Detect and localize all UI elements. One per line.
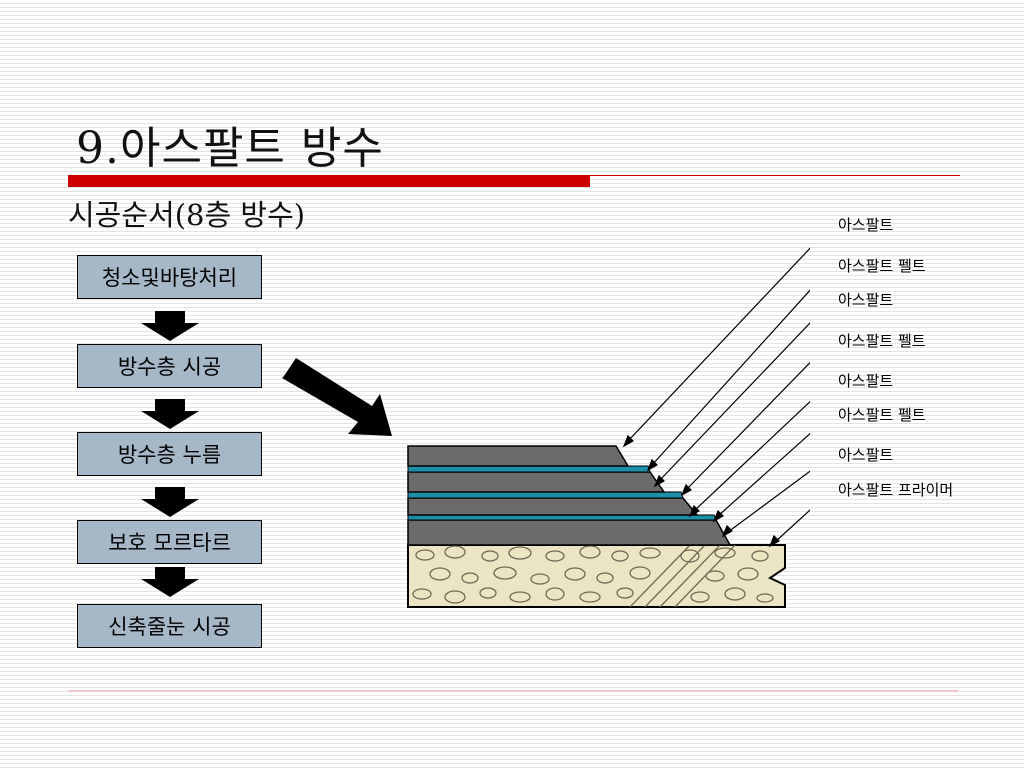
layer-label-6: 아스팔트 펠트 <box>838 406 926 424</box>
layer-label-3: 아스팔트 <box>838 291 894 309</box>
aggregate-pattern <box>412 545 774 607</box>
step-box-5: 신축줄눈 시공 <box>77 604 262 648</box>
title-accent-bar <box>68 175 590 187</box>
down-arrow-icon <box>141 311 199 341</box>
down-arrow-icon <box>141 567 199 597</box>
layer-label-7: 아스팔트 <box>838 446 894 464</box>
layer-label-8: 아스팔트 프라이머 <box>838 481 954 499</box>
felt-layer-1 <box>407 465 651 473</box>
down-arrow-icon <box>141 487 199 517</box>
footer-divider <box>68 690 958 692</box>
waterproofing-cross-section <box>407 247 810 608</box>
page-subtitle: 시공순서(8층 방수) <box>68 198 306 232</box>
step-box-4: 보호 모르타르 <box>77 520 262 564</box>
asphalt-layer-1 <box>407 445 630 467</box>
step-box-3: 방수층 누름 <box>77 432 262 476</box>
step-box-1: 청소및바탕처리 <box>77 255 262 299</box>
layer-label-4: 아스팔트 펠트 <box>838 332 926 350</box>
down-arrow-icon <box>141 399 199 429</box>
asphalt-layer-3 <box>407 497 699 516</box>
asphalt-layer-4 <box>407 519 732 546</box>
page-title: 9.아스팔트 방수 <box>76 123 384 174</box>
layer-label-5: 아스팔트 <box>838 372 894 390</box>
felt-layer-2 <box>407 491 684 499</box>
diagonal-arrow-icon <box>282 358 392 436</box>
leader-lines <box>622 247 810 548</box>
step-box-2: 방수층 시공 <box>77 344 262 388</box>
title-accent-line <box>590 175 960 176</box>
layer-label-1: 아스팔트 <box>838 216 894 234</box>
asphalt-layer-2 <box>407 471 666 493</box>
layer-label-2: 아스팔트 펠트 <box>838 257 926 275</box>
